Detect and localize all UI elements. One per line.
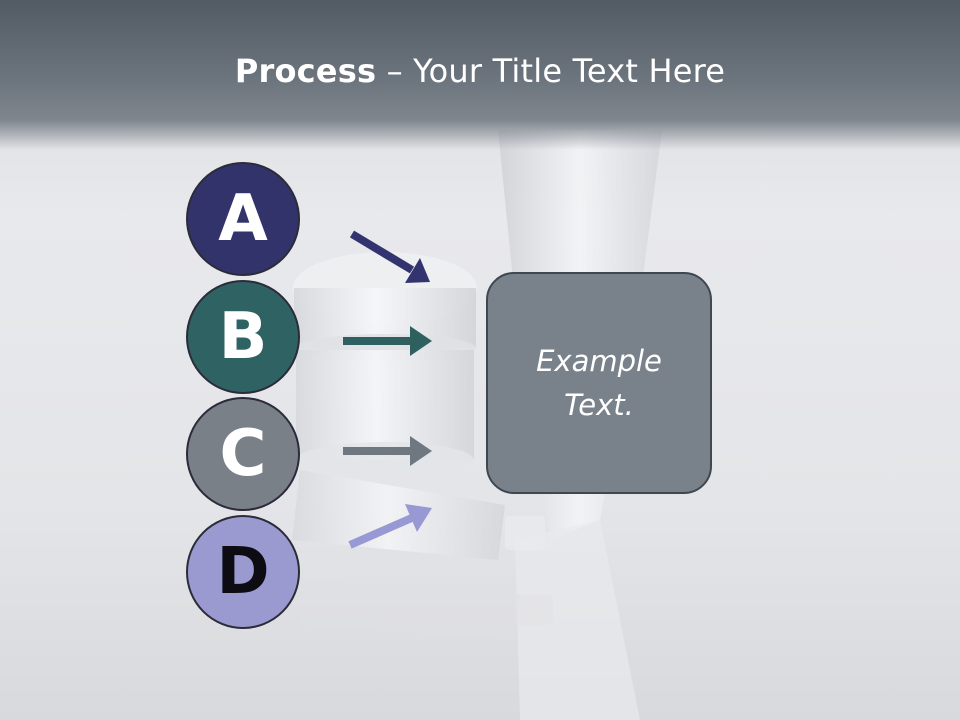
step-circle-a: A (186, 162, 300, 276)
arrow-d-to-box (348, 504, 432, 549)
arrow-b-to-box (343, 326, 432, 356)
step-circle-d: D (186, 515, 300, 629)
arrow-c-to-box (343, 436, 432, 466)
step-circle-b: B (186, 280, 300, 394)
title-rest-part: – Your Title Text Here (376, 52, 726, 90)
result-box: Example Text. (486, 272, 712, 494)
slide-title: Process – Your Title Text Here (0, 52, 960, 90)
result-box-text: Example Text. (536, 344, 662, 422)
title-bar (0, 0, 960, 150)
arrow-a-to-box (349, 230, 430, 283)
step-circle-c: C (186, 397, 300, 511)
title-bold-part: Process (234, 52, 377, 90)
